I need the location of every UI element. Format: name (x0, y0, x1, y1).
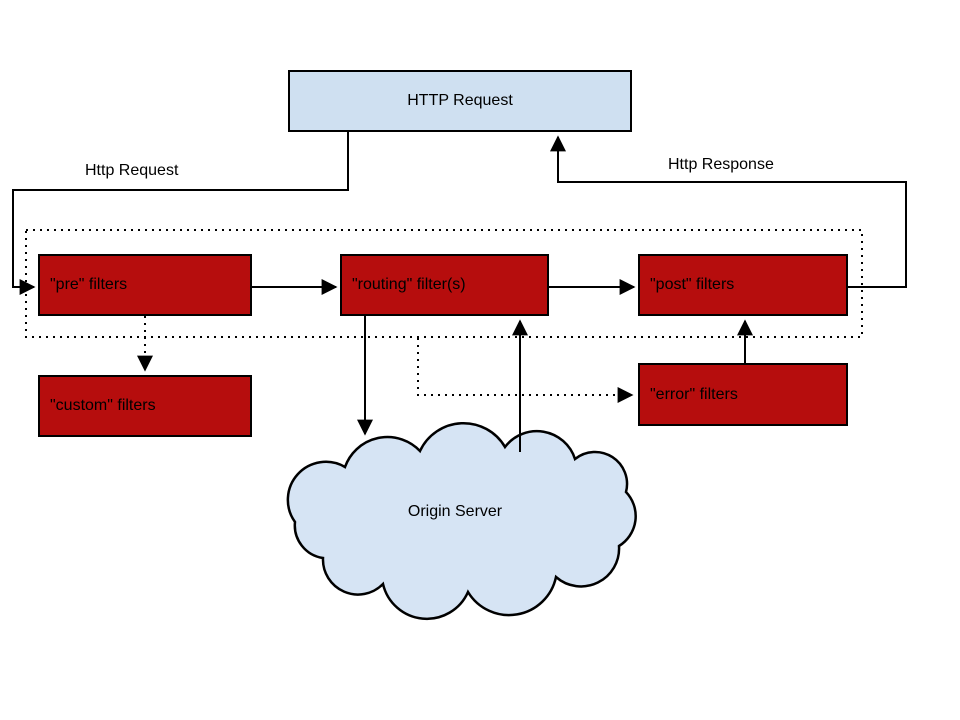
origin-server-cloud (286, 421, 637, 621)
filter-chain-boundary (25, 229, 863, 338)
custom-filters-label: "custom" filters (50, 397, 156, 414)
custom-filters-node: "custom" filters (38, 375, 252, 437)
http-request-node: HTTP Request (288, 70, 632, 132)
origin-server-label: Origin Server (407, 503, 503, 520)
http-request-node-label: HTTP Request (407, 92, 513, 109)
http-response-edge-label: Http Response (668, 156, 774, 173)
error-filters-label: "error" filters (650, 385, 738, 403)
arrow-post-to-response (550, 135, 907, 288)
routing-filters-label: "routing" filter(s) (352, 276, 466, 293)
post-filters-label: "post" filters (650, 276, 735, 293)
http-request-edge-label: Http Request (85, 162, 179, 179)
pre-filters-label: "pre" filters (50, 276, 128, 293)
arrow-request-to-pre (12, 132, 349, 295)
pre-filters-node: "pre" filters (38, 254, 252, 316)
dotted-arrow-to-error (417, 338, 634, 403)
post-filters-node: "post" filters (638, 254, 848, 316)
routing-filters-node: "routing" filter(s) (340, 254, 549, 316)
error-filters-node: "error" filters (638, 363, 848, 426)
